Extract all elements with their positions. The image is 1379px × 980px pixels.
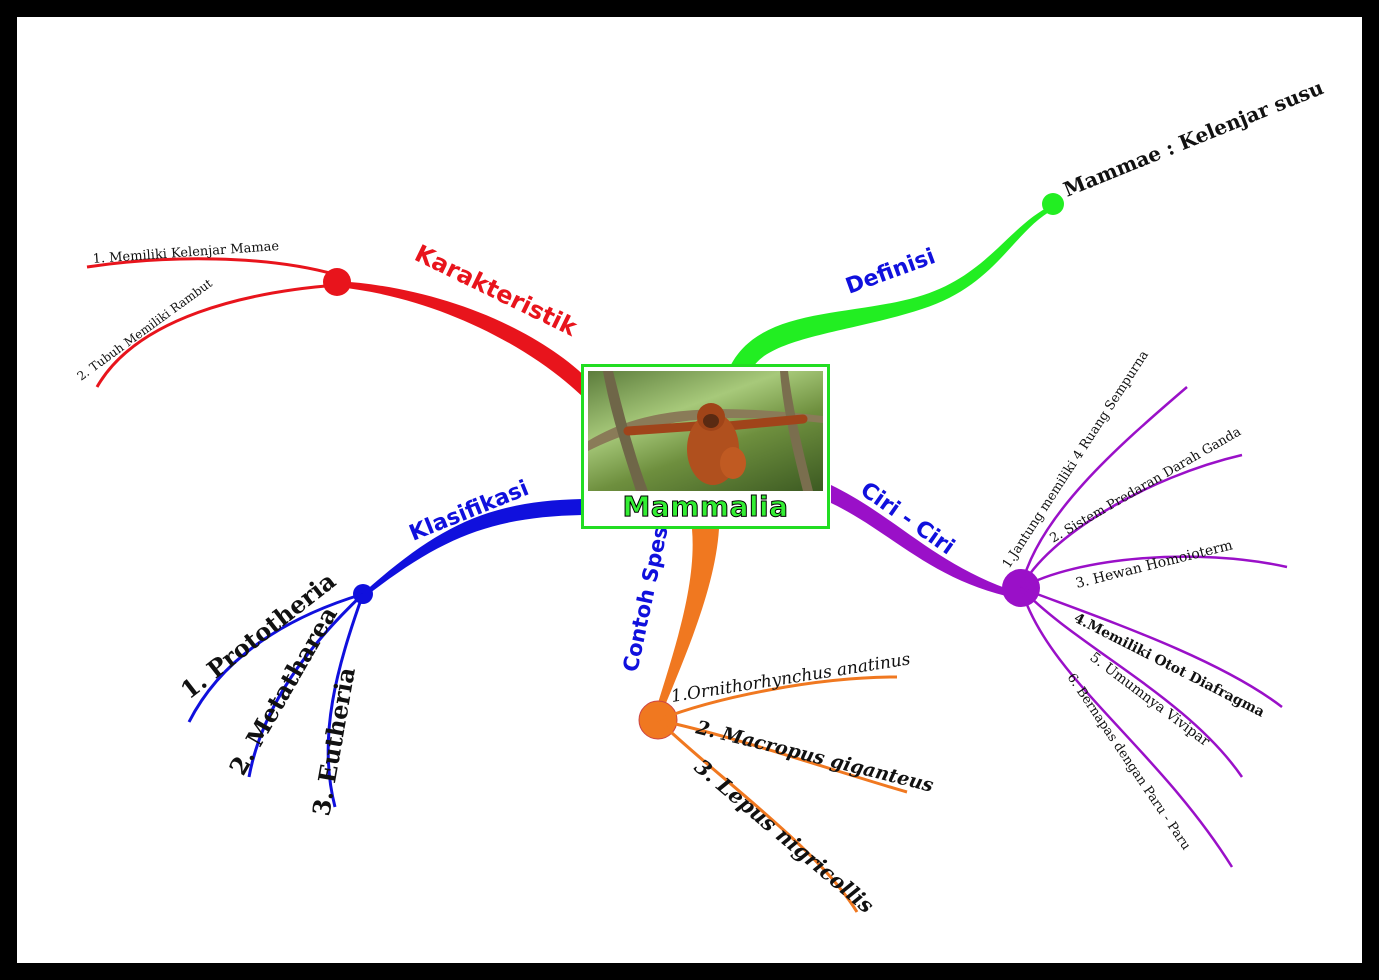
definisi-main-line (729, 205, 1054, 369)
ciri-sub-line-6 (1019, 587, 1234, 868)
spesies-item-3: 3. Lepus nigricollis (690, 754, 879, 919)
definisi-label: Definisi (843, 244, 939, 299)
klasifikasi-main-line (362, 499, 582, 597)
mind-map-canvas: Karakteristik 1. Memiliki Kelenjar Mamae… (17, 17, 1362, 963)
spesies-main-line (653, 529, 719, 720)
karakteristik-node[interactable] (323, 268, 351, 296)
ciri-item-1: 1.Jantung memiliki 4 Ruang Sempurna (1000, 348, 1152, 571)
branch-spesies: Contoh Spesies 1.Ornithorhynchus anatinu… (618, 491, 935, 919)
central-topic[interactable]: Mammalia (581, 364, 830, 529)
branch-klasifikasi: Klasifikasi 1. Prototheria 2. Metatharea… (175, 476, 582, 818)
spesies-sub-line-1 (657, 675, 898, 722)
klasifikasi-sub-line-3 (326, 593, 365, 808)
karakteristik-item-2: 2. Tubuh Memiliki Rambut (75, 276, 215, 383)
definisi-item-1: Mammae : Kelenjar susu (1060, 75, 1327, 201)
karakteristik-item-1: 1. Memiliki Kelenjar Mamae (92, 239, 280, 267)
ciri-sub-line-4 (1020, 586, 1283, 708)
ciri-sub-line-3 (1020, 555, 1288, 590)
central-topic-title: Mammalia (622, 490, 789, 524)
photo-drawing (588, 371, 823, 491)
definisi-node[interactable] (1042, 193, 1064, 215)
klasifikasi-sub-line-2 (247, 592, 365, 778)
spesies-sub-line-2 (657, 718, 908, 794)
klasifikasi-item-3: 3. Eutheria (306, 665, 361, 818)
spesies-sub-line-3 (656, 718, 859, 913)
karakteristik-sub-line-1 (86, 257, 338, 277)
branch-definisi: Definisi Mammae : Kelenjar susu (729, 75, 1327, 369)
ciri-sub-line-1 (1019, 386, 1188, 589)
mind-map-svg: Karakteristik 1. Memiliki Kelenjar Mamae… (75, 75, 1327, 919)
ciri-main-line (831, 485, 1020, 599)
klasifikasi-sub-line-1 (187, 592, 364, 723)
ciri-item-6: 6. Bernapas dengan Paru - Paru (1064, 671, 1194, 853)
branch-karakteristik: Karakteristik 1. Memiliki Kelenjar Mamae… (75, 239, 592, 399)
ciri-sub-line-2 (1019, 453, 1243, 589)
ciri-sub-line-5 (1020, 587, 1244, 778)
karakteristik-main-line (337, 281, 592, 399)
orangutan-photo (588, 371, 823, 491)
karakteristik-sub-line-2 (95, 283, 338, 388)
